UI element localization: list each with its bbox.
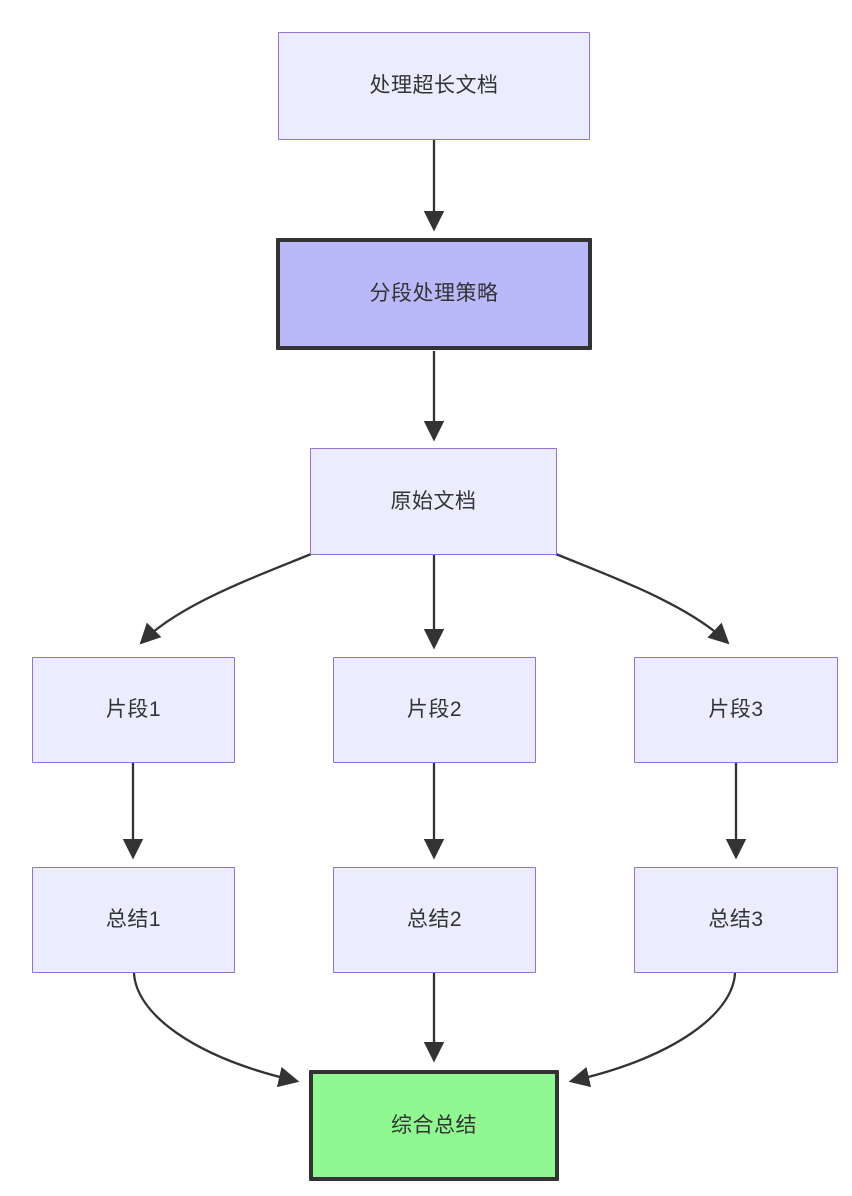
node-segmentation-strategy: 分段处理策略 [276, 238, 592, 350]
node-label: 原始文档 [390, 489, 477, 513]
node-combined-summary: 综合总结 [309, 1070, 559, 1181]
node-label: 总结3 [708, 908, 764, 932]
node-process-long-document: 处理超长文档 [278, 32, 590, 140]
node-fragment-3: 片段3 [634, 657, 838, 763]
edge-C-D1 [139, 550, 317, 645]
node-original-document: 原始文档 [310, 448, 557, 555]
node-label: 分段处理策略 [369, 282, 499, 306]
node-label: 总结2 [406, 908, 463, 932]
edge-C-D3 [550, 550, 730, 645]
node-label: 综合总结 [391, 1113, 477, 1137]
node-label: 总结1 [105, 908, 162, 932]
node-fragment-1: 片段1 [32, 657, 235, 763]
node-summary-3: 总结3 [634, 867, 838, 973]
node-label: 片段3 [708, 698, 764, 722]
node-label: 处理超长文档 [369, 74, 499, 98]
edge-E1-F [132, 972, 300, 1088]
node-label: 片段1 [105, 698, 162, 722]
node-fragment-2: 片段2 [333, 657, 536, 763]
edge-E3-F [568, 972, 737, 1088]
node-summary-1: 总结1 [32, 867, 235, 973]
node-summary-2: 总结2 [333, 867, 536, 973]
node-label: 片段2 [406, 698, 463, 722]
